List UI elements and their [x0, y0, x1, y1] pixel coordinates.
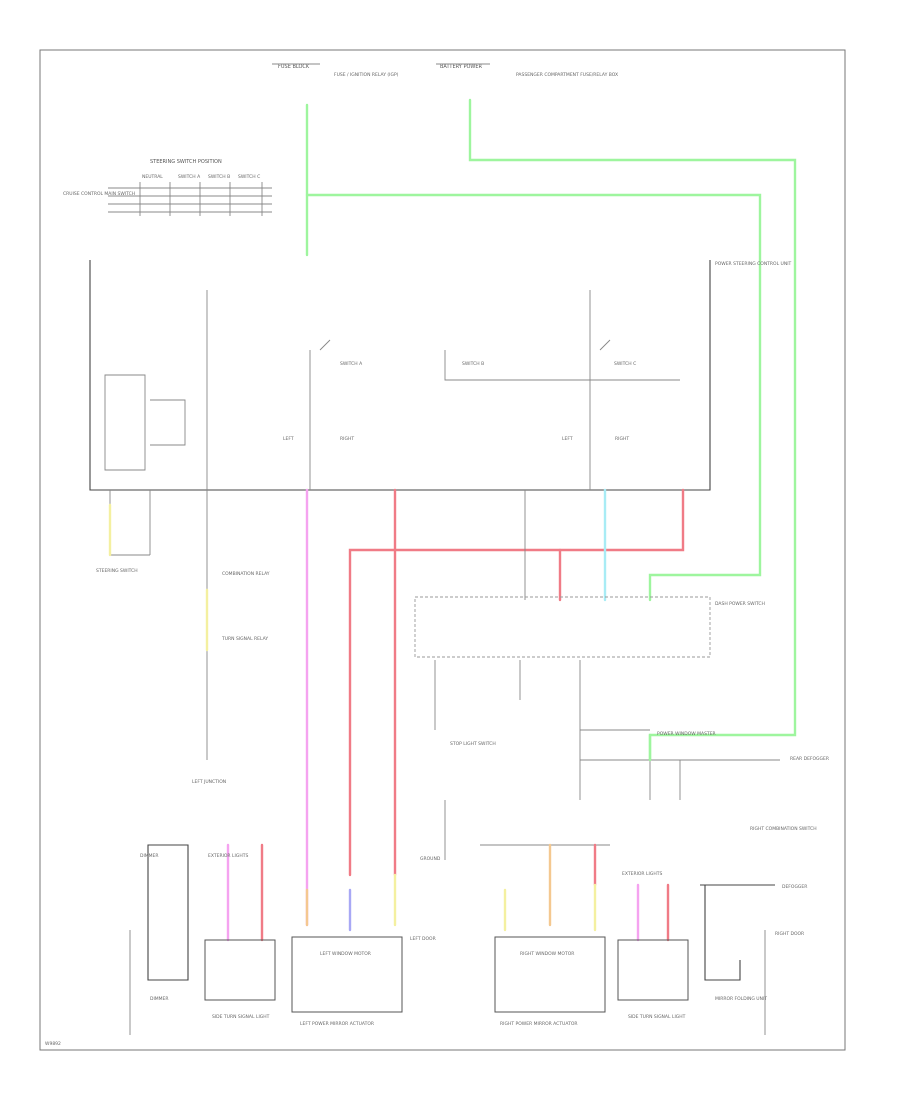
left-unit-box — [291, 936, 403, 1013]
control-unit-box — [89, 260, 711, 491]
red-wire-2 — [348, 488, 685, 877]
switch-a-label: SWITCH A — [340, 361, 363, 367]
right-node-2: RIGHT — [615, 436, 629, 442]
internal-switch-c — [589, 290, 611, 490]
fuse-right-label: BATTERY POWER — [440, 64, 482, 70]
right-node-1: RIGHT — [340, 436, 354, 442]
fuse-right-note: PASSENGER COMPARTMENT FUSE/RELAY BOX — [516, 72, 618, 78]
footnote: W9892 — [45, 1041, 61, 1047]
rear-combination-label: RIGHT COMBINATION SWITCH — [750, 826, 817, 832]
lower-mid-wires — [434, 660, 780, 800]
table-lines — [108, 182, 272, 216]
combo-relay-label: COMBINATION RELAY — [222, 571, 270, 577]
power-tailgate-label: POWER WINDOW MASTER — [657, 731, 716, 737]
ground-left-label: STEERING SWITCH — [96, 568, 138, 574]
ecm-label: DASH POWER SWITCH — [715, 601, 765, 607]
dimmer-box-left — [147, 844, 189, 981]
table-col-3: SWITCH B — [208, 174, 230, 180]
diagram-frame — [39, 49, 846, 1051]
green-wire-mid — [305, 193, 762, 602]
fuse-left-note: FUSE / IGNITION RELAY (IGP) — [334, 72, 399, 78]
table-col-4: SWITCH C — [238, 174, 260, 180]
defogger-label: DEFOGGER — [782, 884, 807, 890]
left-unit-label: LEFT WINDOW MOTOR — [320, 951, 371, 957]
left-door-label: LEFT DOOR — [410, 936, 436, 942]
table-side-label: CRUISE CONTROL MAIN SWITCH — [63, 191, 135, 197]
internal-switch-a — [309, 339, 331, 490]
right-view-label: SIDE TURN SIGNAL LIGHT — [628, 1014, 686, 1020]
left-node-2: LEFT — [562, 436, 573, 442]
table-title: STEERING SWITCH POSITION — [150, 159, 222, 165]
exterior-right-label: EXTERIOR LIGHTS — [622, 871, 662, 877]
right-door-label: RIGHT DOOR — [775, 931, 804, 937]
right-unit-box — [494, 936, 606, 1013]
ground-right-label: GROUND — [420, 856, 441, 862]
light-note-label: MIRROR FOLDING UNIT — [715, 996, 767, 1002]
left-dimmer-label: DIMMER — [140, 853, 159, 859]
bottom-side-leads — [129, 930, 766, 1035]
switch-c-label: SWITCH C — [614, 361, 636, 367]
left-view-box — [204, 939, 276, 1001]
table-col-2: SWITCH A — [178, 174, 201, 180]
right-view-box — [617, 939, 689, 1001]
turn-relay-label: TURN SIGNAL RELAY — [221, 636, 268, 642]
green-wire-right — [468, 98, 797, 762]
left-view-label: SIDE TURN SIGNAL LIGHT — [212, 1014, 270, 1020]
right-mirror-label: RIGHT POWER MIRROR ACTUATOR — [500, 1021, 578, 1027]
left-mirror-label: LEFT POWER MIRROR ACTUATOR — [300, 1021, 374, 1027]
rear-control-label: REAR DEFOGGER — [790, 756, 829, 762]
defogger-box — [700, 884, 775, 981]
stop-light-label: STOP LIGHT SWITCH — [450, 741, 496, 747]
exterior-left-label: EXTERIOR LIGHTS — [208, 853, 248, 859]
switch-b-label: SWITCH B — [462, 361, 484, 367]
black-wires-top — [109, 490, 526, 760]
table-col-1: NEUTRAL — [142, 174, 163, 180]
left-node-1: LEFT — [283, 436, 294, 442]
dimmer-label: DIMMER — [150, 996, 169, 1002]
sub-unit-box — [414, 596, 711, 658]
internal-switch-b — [444, 350, 680, 381]
left-junction-label: LEFT JUNCTION — [192, 779, 226, 785]
internal-switch-left — [104, 374, 186, 471]
fuse-left-label: FUSE BLOCK — [278, 64, 310, 70]
right-unit-label: RIGHT WINDOW MOTOR — [520, 951, 574, 957]
power-steer-label: POWER STEERING CONTROL UNIT — [715, 261, 792, 267]
ground-branch — [444, 800, 610, 860]
